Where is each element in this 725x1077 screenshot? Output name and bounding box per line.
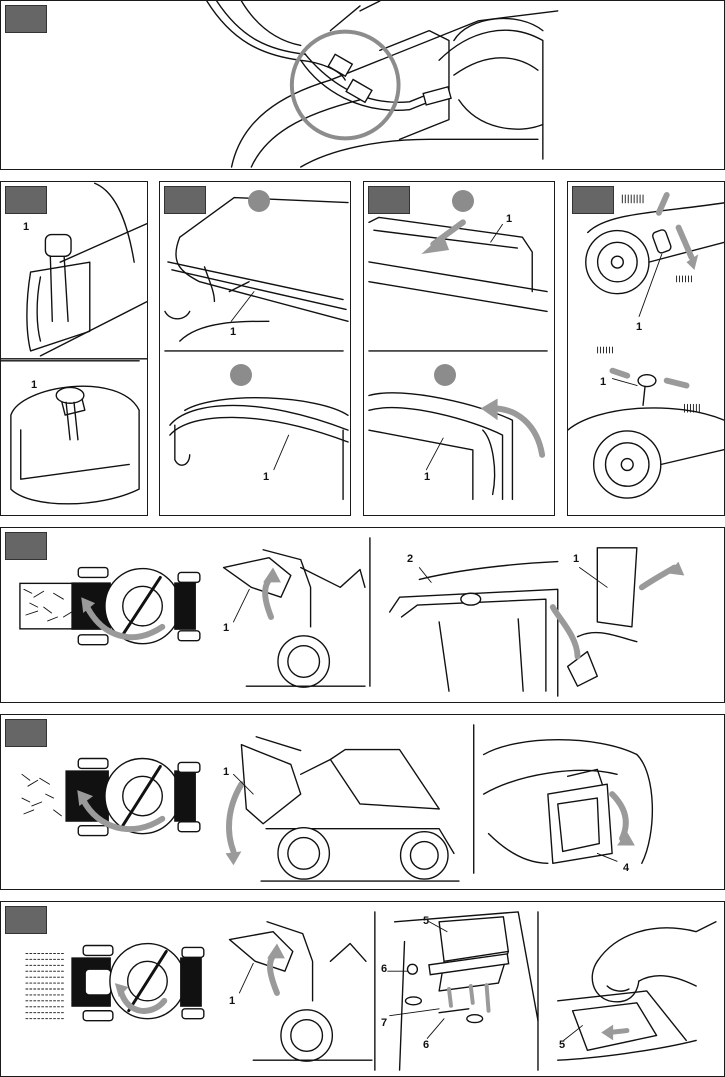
- handle-fold-illustration: [160, 182, 350, 515]
- panel-switch-box: 1 1: [0, 181, 148, 516]
- step-tab: [164, 186, 206, 214]
- mulching-illustration: [1, 902, 724, 1076]
- step-tab: [5, 906, 47, 934]
- height-adjust-illustration: [568, 182, 724, 515]
- step-tab: [5, 719, 47, 747]
- label-6-pin-bottom: 6: [423, 1040, 429, 1051]
- label-1-bottom: 1: [600, 377, 606, 388]
- step-tab: [5, 5, 47, 33]
- label-1-top: 1: [23, 222, 29, 233]
- label-2-bag: 2: [407, 554, 413, 565]
- handle-flip-illustration: [364, 182, 554, 515]
- step-tab: [572, 186, 614, 214]
- panel-mulching: 1 5 6 7 6 5: [0, 901, 725, 1077]
- step-circle-b: [434, 364, 456, 386]
- label-1-top: 1: [506, 214, 512, 225]
- label-6-pin-left: 6: [381, 964, 387, 975]
- label-1-flap-right: 1: [573, 554, 579, 565]
- label-1-bottom: 1: [263, 472, 269, 483]
- label-4-deflector: 4: [623, 863, 629, 874]
- panel-cable-connector: [0, 0, 725, 170]
- panel-grass-collection: 1 2 1: [0, 527, 725, 703]
- label-5-plug: 5: [423, 916, 429, 927]
- label-5-plug-right: 5: [559, 1040, 565, 1051]
- side-discharge-illustration: [1, 715, 724, 889]
- label-1-top: 1: [230, 327, 236, 338]
- step-tab: [5, 532, 47, 560]
- label-1-flap: 1: [223, 623, 229, 634]
- step-tab: [5, 186, 47, 214]
- panel-height-adjust: 1 1: [567, 181, 725, 516]
- grass-collection-illustration: [1, 528, 724, 702]
- step-circle-a: [248, 190, 270, 212]
- step-circle-a: [452, 190, 474, 212]
- label-1-flap: 1: [223, 767, 229, 778]
- panel-side-discharge: 1 4: [0, 714, 725, 890]
- label-1-flap: 1: [229, 996, 235, 1007]
- panel-handle-fold-right: 1 1: [363, 181, 555, 516]
- step-tab: [368, 186, 410, 214]
- step-circle-b: [230, 364, 252, 386]
- cable-connector-illustration: [1, 1, 724, 169]
- label-1-top: 1: [636, 322, 642, 333]
- panel-handle-fold-left: 1 1: [159, 181, 351, 516]
- label-7-slot: 7: [381, 1018, 387, 1029]
- label-1-bottom: 1: [424, 472, 430, 483]
- label-1-bottom: 1: [31, 380, 37, 391]
